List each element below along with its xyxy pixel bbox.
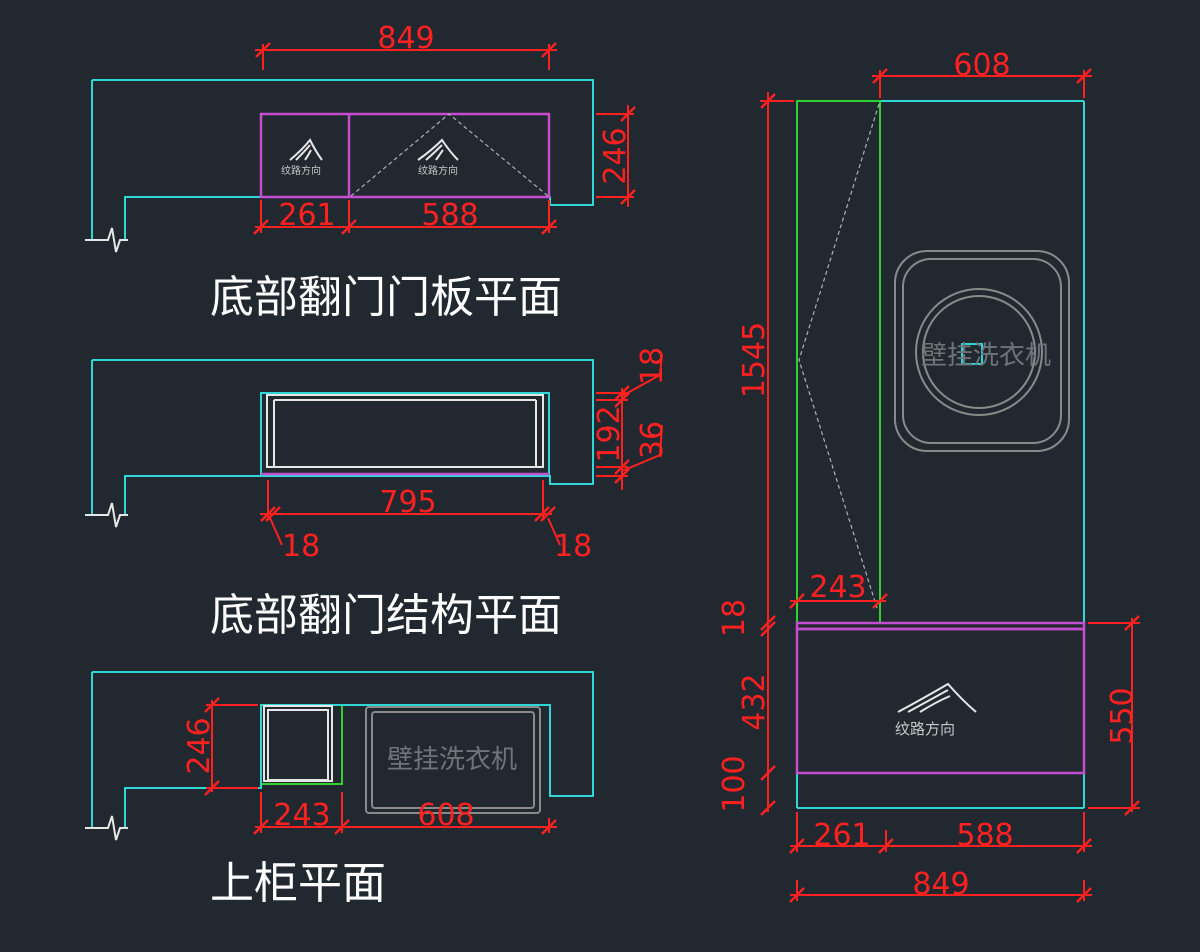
- washer-label: 壁挂洗衣机: [387, 745, 517, 775]
- break-symbol: [85, 815, 128, 841]
- dim-upper-depth: 246: [182, 717, 217, 774]
- upper-cabinet-plan: 壁挂洗衣机 246 243 608 上柜平面: [85, 671, 594, 909]
- dim-inner-width: 795: [379, 485, 436, 520]
- dim-side-width: 243: [273, 798, 330, 833]
- grain-logo-right: 纹路方向: [417, 138, 459, 177]
- dim-elev-overall: 849: [912, 867, 969, 902]
- door-structure-plan: 795 18 18 192 18 36 底部翻门结构平面: [85, 347, 670, 641]
- dim-washer-width: 608: [417, 798, 474, 833]
- dim-elev-left-width: 261: [813, 818, 870, 853]
- dim-elev-upper-height: 1545: [737, 322, 772, 398]
- title-upper-cabinet-plan: 上柜平面: [210, 858, 386, 909]
- break-symbol: [85, 227, 128, 253]
- dim-elev-inner-width: 243: [809, 570, 866, 605]
- elev-open-direction: [798, 103, 880, 609]
- dim-right-gap: 18: [554, 529, 592, 564]
- elev-side-door: [796, 100, 881, 624]
- cabinet-inner: [266, 394, 544, 468]
- dim-top-gap: 18: [635, 347, 670, 385]
- washer-center: [961, 343, 983, 365]
- dim-overall-width: 849: [377, 21, 434, 56]
- title-door-panel-plan: 底部翻门门板平面: [210, 272, 562, 323]
- door-panel-plan: 纹路方向 纹路方向 849 246 261 588 底部翻门门板平面: [85, 21, 636, 323]
- grain-logo-text: 纹路方向: [418, 164, 458, 177]
- door-panel: [259, 112, 551, 199]
- washer-outline: [365, 706, 541, 814]
- washer-elev-outer: [894, 250, 1070, 452]
- grain-logo-text: 纹路方向: [895, 720, 955, 738]
- elev-flip-door: [795, 627, 1086, 775]
- washer-elev-label: 壁挂洗衣机: [921, 341, 1051, 371]
- side-cabinet: [263, 705, 333, 782]
- grain-logo-text: 纹路方向: [281, 164, 321, 177]
- grain-logo-elev: 纹路方向: [895, 682, 977, 738]
- dim-elev-toe: 100: [717, 755, 752, 812]
- break-symbol: [85, 502, 128, 528]
- washer-drum: [922, 295, 1036, 409]
- wall-outline: [91, 671, 594, 828]
- wall-outline: [91, 79, 594, 240]
- dim-panel-height: 246: [598, 127, 633, 184]
- open-direction-line: [350, 113, 549, 197]
- dim-structure-height: 192: [592, 405, 627, 462]
- dim-right-width: 588: [421, 198, 478, 233]
- dim-elev-lower-height: 432: [737, 673, 772, 730]
- dim-left-gap: 18: [282, 529, 320, 564]
- dim-left-width: 261: [278, 198, 335, 233]
- grain-logo-left: 纹路方向: [281, 138, 323, 177]
- dim-elev-right-width: 588: [956, 818, 1013, 853]
- cabinet-elevation: 壁挂洗衣机 纹路方向 608 1545 18 432 100 24: [717, 48, 1140, 903]
- wall-outline: [91, 359, 594, 515]
- dim-elev-shelf: 18: [717, 599, 752, 637]
- dim-bottom-gap: 36: [635, 421, 670, 459]
- dim-elev-top-width: 608: [953, 48, 1010, 83]
- dim-elev-lower-total: 550: [1105, 687, 1140, 744]
- cabinet-box: [260, 392, 550, 477]
- title-door-structure-plan: 底部翻门结构平面: [210, 590, 562, 641]
- green-panel: [262, 706, 343, 785]
